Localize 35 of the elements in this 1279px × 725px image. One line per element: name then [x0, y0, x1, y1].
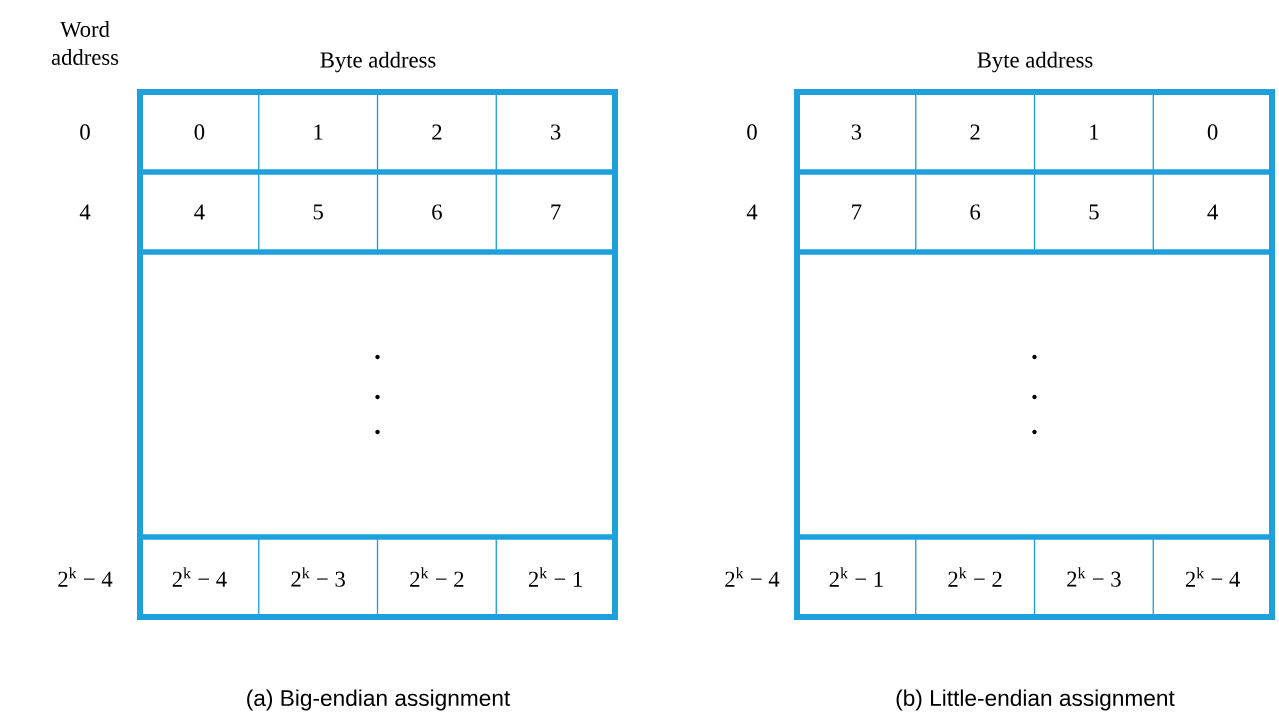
word-address: 0	[747, 124, 757, 140]
byte-address: 3	[851, 124, 862, 140]
byte-address: 6	[432, 204, 442, 220]
caption: (a) Big-endian assignment	[247, 689, 511, 711]
byte-address: 2	[432, 124, 442, 140]
byte-address: 1	[1090, 124, 1099, 140]
byte-address: 2	[970, 124, 980, 140]
caption: (b) Little-endian assignment	[896, 689, 1175, 711]
byte-address: 6	[970, 204, 981, 220]
word-address: 2$^{k}$ − 4	[58, 567, 113, 587]
word-address: 4	[79, 204, 91, 220]
byte-address: 2$^{k}$ − 3	[1067, 567, 1121, 587]
byte-address: 7	[551, 204, 561, 220]
byte-address: 3	[551, 124, 561, 140]
byte-address: 4	[194, 204, 205, 220]
byte-address: 7	[852, 204, 862, 220]
column-heading: Byte address	[977, 51, 1093, 73]
byte-address: 0	[1207, 124, 1218, 140]
byte-address: 2$^{k}$ − 3	[291, 567, 345, 587]
byte-address: 2$^{k}$ − 1	[528, 567, 582, 587]
byte-address: 2$^{k}$ − 4	[1185, 567, 1240, 587]
word-address-heading: Word address	[51, 21, 119, 65]
byte-address: 2$^{k}$ − 2	[948, 567, 1002, 587]
byte-address: 5	[1089, 204, 1099, 220]
byte-address: 2$^{k}$ − 1	[829, 567, 883, 587]
column-heading: Byte address	[320, 51, 436, 73]
word-address: 0	[80, 124, 90, 140]
byte-address: 2$^{k}$ − 4	[172, 567, 227, 587]
word-address: 2$^{k}$ − 4	[725, 567, 780, 587]
byte-address: 4	[1207, 204, 1218, 220]
byte-address: 1	[314, 124, 323, 140]
byte-address: 2$^{k}$ − 2	[410, 567, 464, 587]
word-address: 4	[746, 204, 758, 220]
byte-address: 0	[194, 124, 205, 140]
byte-address: 5	[313, 204, 323, 220]
